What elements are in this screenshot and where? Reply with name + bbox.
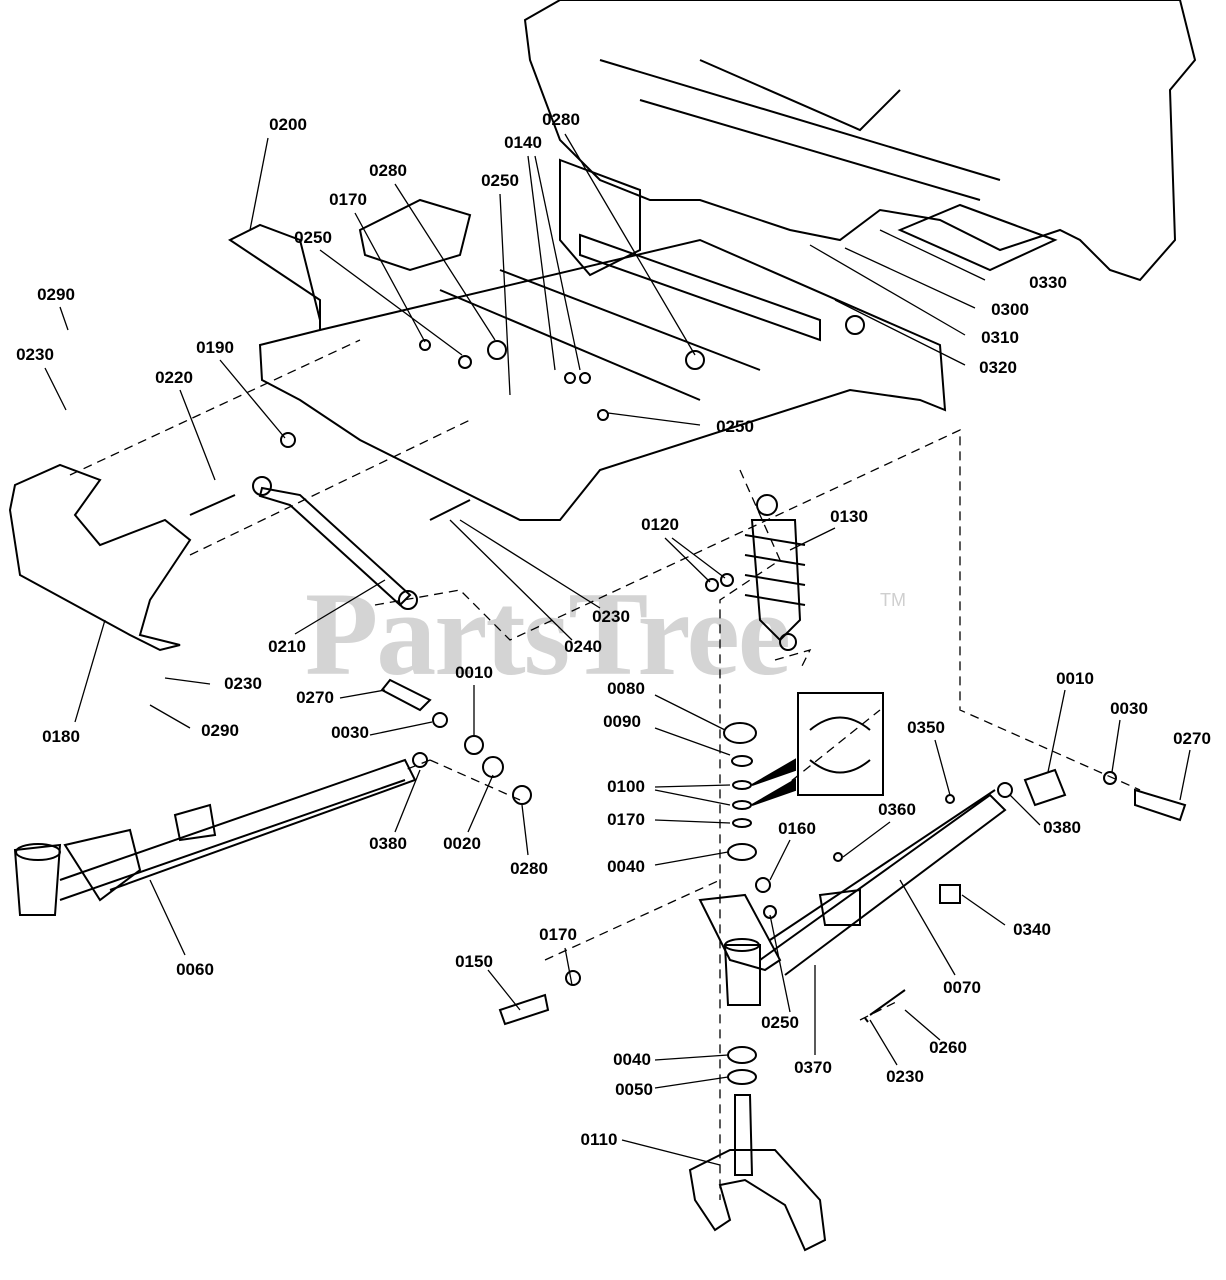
callout-label: 0370 bbox=[794, 1058, 832, 1077]
callout-label: 0130 bbox=[830, 507, 868, 526]
callout-label: 0280 bbox=[369, 161, 407, 180]
callout-label: 0100 bbox=[607, 777, 645, 796]
callout-label: 0070 bbox=[943, 978, 981, 997]
callout-label: 0200 bbox=[269, 115, 307, 134]
callout-label: 0170 bbox=[539, 925, 577, 944]
callout-label: 0220 bbox=[155, 368, 193, 387]
callout-label: 0040 bbox=[607, 857, 645, 876]
callout-label: 0300 bbox=[991, 300, 1029, 319]
tie-rod-0210 bbox=[258, 486, 412, 607]
callout-label: 0110 bbox=[580, 1130, 618, 1149]
callout-label: 0230 bbox=[16, 345, 54, 364]
callout-label: 0250 bbox=[716, 417, 754, 436]
callout-label: 0330 bbox=[1029, 273, 1067, 292]
callout-label: 0010 bbox=[455, 663, 493, 682]
callout-label: 0270 bbox=[296, 688, 334, 707]
callout-label: 0160 bbox=[778, 819, 816, 838]
callout-label: 0380 bbox=[369, 834, 407, 853]
detail-box bbox=[797, 692, 884, 796]
callout-label: 0230 bbox=[886, 1067, 924, 1086]
callout-label: 0280 bbox=[510, 859, 548, 878]
callout-label: 0280 bbox=[542, 110, 580, 129]
callout-label: 0250 bbox=[481, 171, 519, 190]
callout-label: 0050 bbox=[615, 1080, 653, 1099]
leader-lines bbox=[44, 133, 1191, 1166]
callout-label: 0170 bbox=[329, 190, 367, 209]
callout-label: 0250 bbox=[761, 1013, 799, 1032]
callout-label: 0270 bbox=[1173, 729, 1211, 748]
axle-0060 bbox=[59, 758, 417, 901]
watermark-tm: TM bbox=[880, 590, 906, 610]
callout-label: 0240 bbox=[564, 637, 602, 656]
callout-label: 0340 bbox=[1013, 920, 1051, 939]
callout-label: 0190 bbox=[196, 338, 234, 357]
caster-fork-0110 bbox=[688, 1094, 827, 1252]
watermark: PartsTree bbox=[305, 567, 791, 700]
shield-0180 bbox=[8, 463, 192, 652]
callout-label: 0230 bbox=[224, 674, 262, 693]
rear-frame bbox=[523, 0, 1197, 282]
callout-label: 0170 bbox=[607, 810, 645, 829]
callout-label: 0360 bbox=[878, 800, 916, 819]
callout-label: 0350 bbox=[907, 718, 945, 737]
front-frame bbox=[228, 158, 947, 521]
callout-label: 0150 bbox=[455, 952, 493, 971]
callout-label: 0080 bbox=[607, 679, 645, 698]
callout-label: 0230 bbox=[592, 607, 630, 626]
callout-label: 0030 bbox=[331, 723, 369, 742]
axle-0070 bbox=[759, 789, 1007, 976]
callout-label: 0380 bbox=[1043, 818, 1081, 837]
callout-label: 0290 bbox=[201, 721, 239, 740]
callout-label: 0060 bbox=[176, 960, 214, 979]
callout-label: 0210 bbox=[268, 637, 306, 656]
callout-label: 0320 bbox=[979, 358, 1017, 377]
callout-label: 0090 bbox=[603, 712, 641, 731]
callout-label: 0140 bbox=[504, 133, 542, 152]
callout-label: 0180 bbox=[42, 727, 80, 746]
callout-label: 0010 bbox=[1056, 669, 1094, 688]
callout-label: 0030 bbox=[1110, 699, 1148, 718]
callout-label: 0040 bbox=[613, 1050, 651, 1069]
callout-label: 0020 bbox=[443, 834, 481, 853]
callout-label: 0310 bbox=[981, 328, 1019, 347]
callout-label: 0120 bbox=[641, 515, 679, 534]
callout-label: 0290 bbox=[37, 285, 75, 304]
callout-label: 0250 bbox=[294, 228, 332, 247]
callout-label: 0260 bbox=[929, 1038, 967, 1057]
shock-0130 bbox=[705, 494, 806, 651]
